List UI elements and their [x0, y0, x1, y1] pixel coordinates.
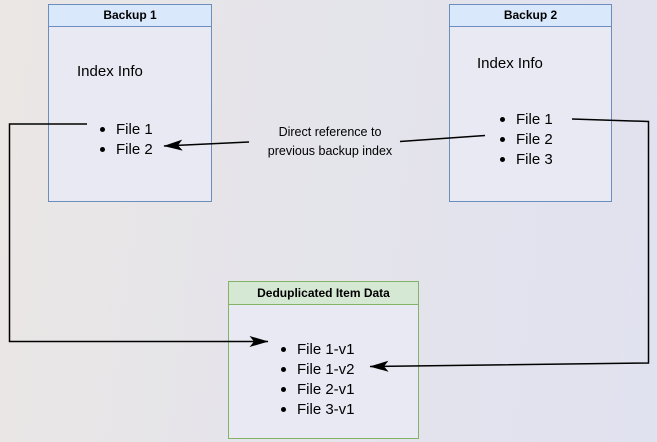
- backup2-index-info-label: Index Info: [477, 55, 543, 72]
- list-item: File 3: [500, 149, 553, 169]
- file-label: File 1: [116, 120, 153, 138]
- list-item: File 2-v1: [281, 379, 355, 399]
- backup1-file-list: File 1 File 2: [100, 119, 153, 159]
- backup1-box: Backup 1 Index Info File 1 File 2: [48, 4, 212, 202]
- bullet-icon: [281, 386, 286, 392]
- file-label: File 2: [116, 140, 153, 158]
- bullet-icon: [281, 406, 286, 412]
- list-item: File 1: [100, 119, 153, 139]
- file-label: File 3: [516, 150, 553, 168]
- backup2-box: Backup 2 Index Info File 1 File 2 File 3: [449, 4, 612, 202]
- file-label: File 3-v1: [297, 400, 355, 418]
- list-item: File 1-v1: [281, 339, 355, 359]
- file-label: File 2: [516, 130, 553, 148]
- bullet-icon: [281, 346, 286, 352]
- dedup-file-list: File 1-v1 File 1-v2 File 2-v1 File 3-v1: [281, 339, 355, 419]
- dedup-title: Deduplicated Item Data: [229, 282, 418, 305]
- backup2-file-list: File 1 File 2 File 3: [500, 109, 553, 169]
- list-item: File 2: [500, 129, 553, 149]
- list-item: File 1-v2: [281, 359, 355, 379]
- bullet-icon: [500, 156, 505, 162]
- bullet-icon: [500, 116, 505, 122]
- backup1-index-info-label: Index Info: [77, 63, 143, 80]
- list-item: File 3-v1: [281, 399, 355, 419]
- backup1-title: Backup 1: [49, 5, 211, 27]
- bullet-icon: [500, 136, 505, 142]
- file-label: File 2-v1: [297, 380, 355, 398]
- bullet-icon: [100, 126, 105, 132]
- file-label: File 1-v1: [297, 340, 355, 358]
- file-label: File 1-v2: [297, 360, 355, 378]
- bullet-icon: [100, 146, 105, 152]
- bullet-icon: [281, 366, 286, 372]
- deduplicated-item-data-box: Deduplicated Item Data File 1-v1 File 1-…: [228, 281, 419, 439]
- list-item: File 2: [100, 139, 153, 159]
- list-item: File 1: [500, 109, 553, 129]
- file-label: File 1: [516, 110, 553, 128]
- backup2-title: Backup 2: [450, 5, 611, 27]
- direct-reference-label: Direct reference to previous backup inde…: [267, 125, 393, 158]
